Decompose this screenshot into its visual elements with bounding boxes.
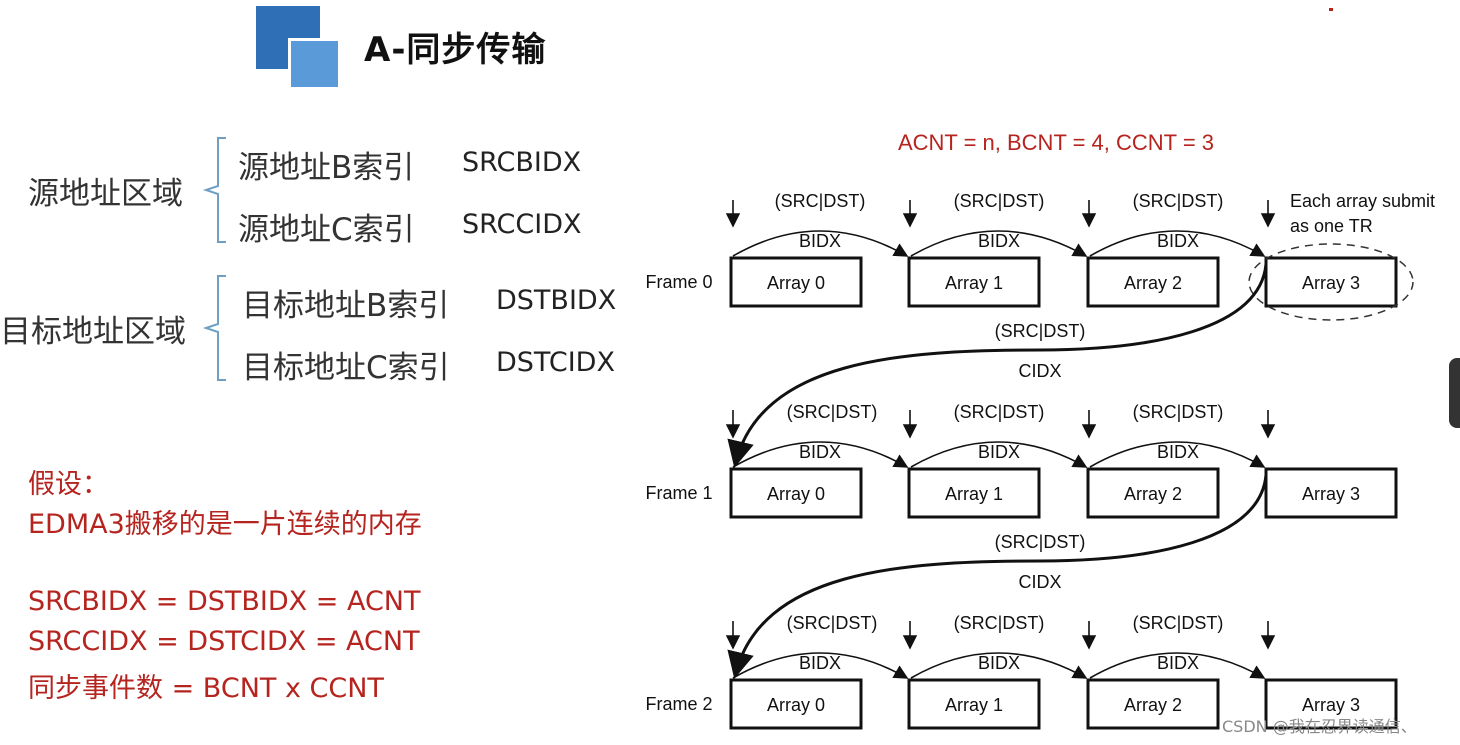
bidx-label: BIDX xyxy=(799,653,841,673)
equation-cidx: SRCCIDX = DSTCIDX = ACNT xyxy=(28,626,420,657)
array-label: Array 1 xyxy=(945,484,1003,504)
array-box xyxy=(907,678,1041,730)
array-label: Array 3 xyxy=(1302,484,1360,504)
cidx-arrow xyxy=(727,263,1268,468)
src-dst-label: (SRC|DST) xyxy=(954,402,1045,422)
source-region-label: 源地址区域 xyxy=(28,176,183,212)
array-label: Array 0 xyxy=(767,273,825,293)
assumption-heading: 假设： xyxy=(28,469,109,500)
source-brace xyxy=(202,137,226,243)
array-label: Array 1 xyxy=(945,695,1003,715)
array-box xyxy=(729,678,863,730)
dest-c-index-code: DSTCIDX xyxy=(496,347,615,378)
frame-label-2: Frame 2 xyxy=(645,694,712,714)
array-label: Array 1 xyxy=(945,273,1003,293)
array-box xyxy=(907,256,1041,308)
equation-bidx: SRCBIDX = DSTBIDX = ACNT xyxy=(28,586,421,617)
array-label: Array 0 xyxy=(767,484,825,504)
bidx-label: BIDX xyxy=(978,231,1020,251)
dest-c-index-label: 目标地址C索引 xyxy=(242,350,450,386)
frame-label-1: Frame 1 xyxy=(645,483,712,503)
array-box xyxy=(1264,256,1398,308)
src-dst-label: (SRC|DST) xyxy=(787,613,878,633)
bidx-label: BIDX xyxy=(1157,231,1199,251)
array-box xyxy=(1086,467,1220,519)
array-label: Array 3 xyxy=(1302,273,1360,293)
dest-b-index-code: DSTBIDX xyxy=(496,285,617,316)
bidx-label: BIDX xyxy=(799,442,841,462)
source-b-index-code: SRCBIDX xyxy=(462,147,582,178)
array-box xyxy=(1264,678,1398,730)
dest-brace xyxy=(202,275,226,381)
bidx-label: BIDX xyxy=(978,442,1020,462)
logo-square-light xyxy=(288,38,338,87)
src-dst-label: (SRC|DST) xyxy=(787,402,878,422)
cidx-src-dst-label: (SRC|DST) xyxy=(995,321,1086,341)
array-box xyxy=(907,467,1041,519)
cidx-src-dst-label: (SRC|DST) xyxy=(995,532,1086,552)
tr-highlight-ellipse xyxy=(1248,243,1414,321)
slide-title: A-同步传输 xyxy=(364,30,547,70)
bidx-label: BIDX xyxy=(799,231,841,251)
array-box xyxy=(1086,678,1220,730)
assumption-text: EDMA3搬移的是一片连续的内存 xyxy=(28,509,422,540)
src-dst-label: (SRC|DST) xyxy=(775,191,866,211)
array-box xyxy=(729,256,863,308)
array-label: Array 2 xyxy=(1124,484,1182,504)
watermark: CSDN @我在忍界读通信、 xyxy=(1222,717,1417,736)
equation-sync-events: 同步事件数 = BCNT x CCNT xyxy=(28,673,384,704)
src-dst-label: (SRC|DST) xyxy=(1133,191,1224,211)
dest-b-index-label: 目标地址B索引 xyxy=(242,288,450,324)
bidx-label: BIDX xyxy=(1157,442,1199,462)
array-label: Array 3 xyxy=(1302,695,1360,715)
array-box xyxy=(729,467,863,519)
source-c-index-code: SRCCIDX xyxy=(462,209,582,240)
cidx-label: CIDX xyxy=(1018,361,1061,381)
array-box xyxy=(1086,256,1220,308)
bidx-label: BIDX xyxy=(1157,653,1199,673)
source-b-index-label: 源地址B索引 xyxy=(238,150,415,186)
src-dst-label: (SRC|DST) xyxy=(954,613,1045,633)
frame-label-0: Frame 0 xyxy=(645,272,712,292)
source-c-index-label: 源地址C索引 xyxy=(238,212,415,248)
red-mark xyxy=(1329,8,1333,11)
tr-note-line2: as one TR xyxy=(1290,216,1373,236)
array-label: Array 0 xyxy=(767,695,825,715)
tr-note-line1: Each array submit xyxy=(1290,191,1435,211)
a-sync-transfer-diagram: ACNT = n, BCNT = 4, CCNT = 3 Frame 0 Arr… xyxy=(645,130,1435,730)
dest-region-label: 目标地址区域 xyxy=(0,314,186,350)
array-label: Array 2 xyxy=(1124,695,1182,715)
bidx-label: BIDX xyxy=(978,653,1020,673)
src-dst-label: (SRC|DST) xyxy=(1133,402,1224,422)
side-panel-handle[interactable] xyxy=(1449,358,1460,428)
src-dst-label: (SRC|DST) xyxy=(1133,613,1224,633)
cidx-arrow xyxy=(727,474,1268,679)
array-label: Array 2 xyxy=(1124,273,1182,293)
diagram-header: ACNT = n, BCNT = 4, CCNT = 3 xyxy=(898,130,1214,155)
src-dst-label: (SRC|DST) xyxy=(954,191,1045,211)
cidx-label: CIDX xyxy=(1018,572,1061,592)
array-box xyxy=(1264,467,1398,519)
